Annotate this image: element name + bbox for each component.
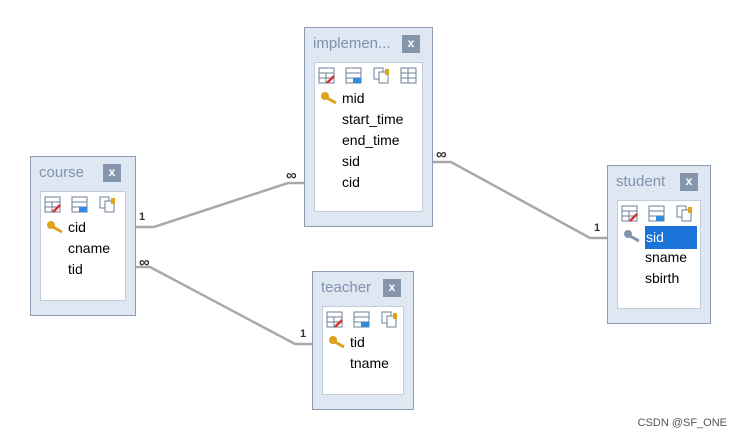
field-row[interactable]: cid [317,172,403,193]
watermark: CSDN @SF_ONE [637,417,727,429]
field-row[interactable]: end_time [317,130,403,151]
primary-key-icon [321,92,337,105]
table-body: tid tname [322,306,404,395]
field-list: sid sname sbirth [620,226,697,289]
close-button[interactable]: x [383,279,401,297]
relation-many-course-teacher: ∞ [139,254,150,271]
field-name: sbirth [645,270,680,286]
field-row[interactable]: cid [43,217,110,238]
field-name: sname [645,249,688,265]
table-course[interactable]: course x cid cname tid [30,156,136,316]
field-name: tname [350,355,389,371]
edit-table-icon[interactable] [318,67,336,85]
field-row[interactable]: sbirth [620,268,697,289]
field-list: cid cname tid [43,217,110,280]
field-name: end_time [342,132,400,148]
relation-many-impl-student: ∞ [436,146,447,163]
primary-key-icon [329,336,345,349]
edit-table-icon[interactable] [621,205,639,223]
field-name: sid [342,153,360,169]
table-implementation[interactable]: implemen... x mid start_time end_time si… [304,27,433,227]
relation-line-implementation-student[interactable] [433,160,607,240]
field-name: sid [645,226,697,249]
table-title: student [616,173,666,190]
field-list: tid tname [325,332,389,374]
table-toolbar [326,311,404,329]
design-table-icon[interactable] [648,205,666,223]
table-body: mid start_time end_time sid cid [314,62,423,212]
field-name: cname [68,240,111,256]
close-button[interactable]: x [402,35,420,53]
table-title: implemen... [313,35,391,52]
field-row[interactable]: tid [325,332,389,353]
table-toolbar [44,196,122,214]
field-row[interactable]: sname [620,247,697,268]
relation-one-course-teacher: 1 [300,328,307,340]
copy-table-icon[interactable] [373,67,391,85]
field-list: mid start_time end_time sid cid [317,88,403,193]
edit-table-icon[interactable] [326,311,344,329]
table-title: course [39,164,85,181]
field-row[interactable]: sid [317,151,403,172]
primary-key-icon [624,230,640,243]
relation-many-course-impl: ∞ [286,167,297,184]
field-name: cid [68,219,86,235]
field-row-selected[interactable]: sid [620,226,697,249]
table-toolbar [318,67,423,85]
close-button[interactable]: x [680,173,698,191]
field-name: tid [350,334,365,350]
field-name: start_time [342,111,404,127]
field-row[interactable]: start_time [317,109,403,130]
table-title: teacher [321,279,372,296]
relation-one-course-impl: 1 [139,211,146,223]
field-row[interactable]: tid [43,259,110,280]
copy-table-icon[interactable] [676,205,694,223]
design-table-icon[interactable] [71,196,89,214]
field-row[interactable]: cname [43,238,110,259]
close-button[interactable]: x [103,164,121,182]
field-row[interactable]: mid [317,88,403,109]
table-body: cid cname tid [40,191,126,301]
design-table-icon[interactable] [345,67,363,85]
field-name: tid [68,261,83,277]
table-body: sid sname sbirth [617,200,701,309]
relation-line-course-teacher[interactable] [136,265,313,346]
copy-table-icon[interactable] [381,311,399,329]
edit-table-icon[interactable] [44,196,62,214]
table-student[interactable]: student x sid sname sbirth [607,165,711,324]
table-toolbar [621,205,699,223]
relation-one-impl-student: 1 [594,222,601,234]
field-name: mid [342,90,365,106]
grid-table-icon[interactable] [400,67,418,85]
field-row[interactable]: tname [325,353,389,374]
field-name: cid [342,174,360,190]
design-table-icon[interactable] [353,311,371,329]
primary-key-icon [47,221,63,234]
copy-table-icon[interactable] [99,196,117,214]
table-teacher[interactable]: teacher x tid tname [312,271,414,410]
relation-line-course-implementation[interactable] [136,181,305,229]
